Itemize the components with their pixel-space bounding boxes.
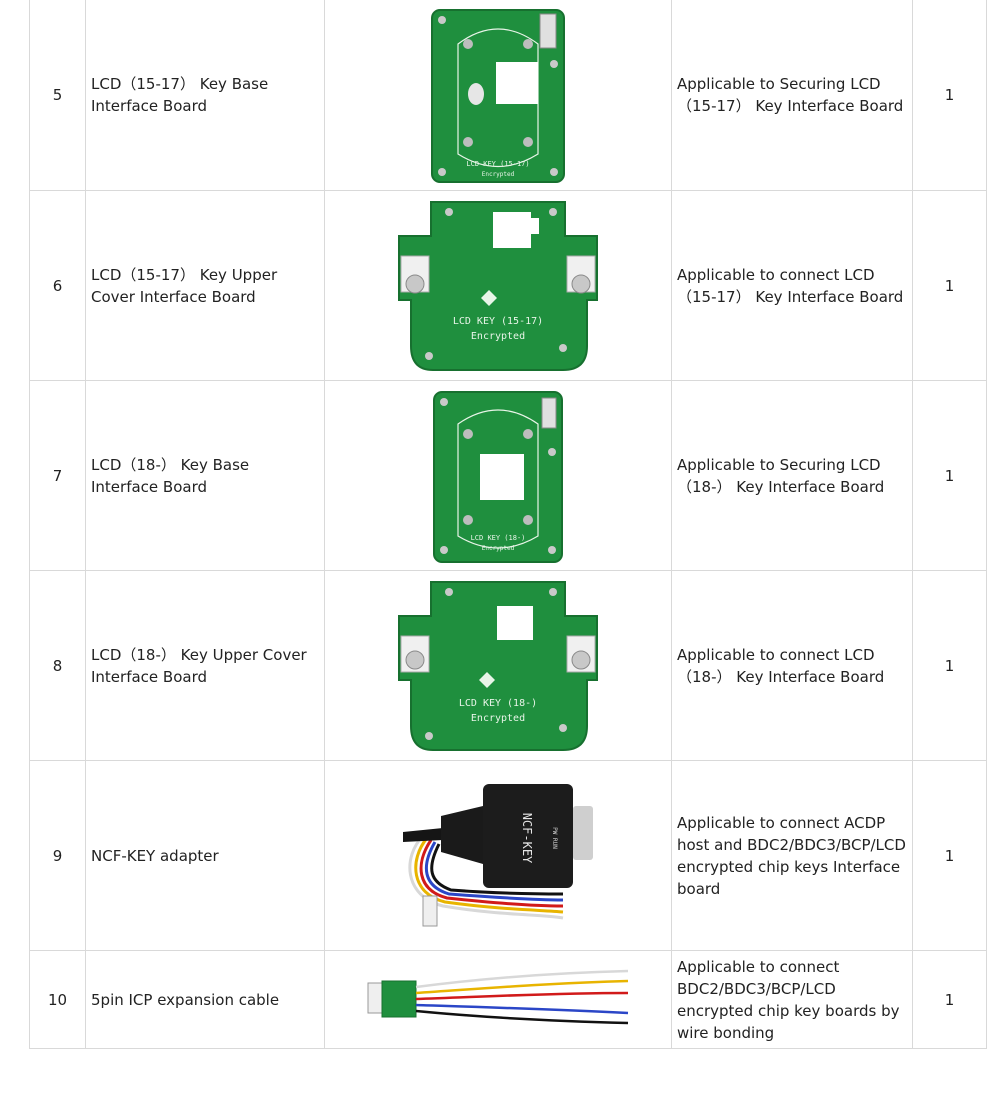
pcb-board-base-icon: LCD KEY (15-17) Encrypted — [431, 9, 565, 183]
cable-icon — [367, 969, 629, 1024]
svg-text:LCD KEY (15-17): LCD KEY (15-17) — [466, 160, 529, 168]
table-row: 5 LCD（15-17） Key Base Interface Board LC… — [29, 0, 987, 191]
item-name: LCD（15-17） Key Base Interface Board — [85, 0, 325, 191]
svg-text:NCF-KEY: NCF-KEY — [520, 812, 534, 863]
item-number: 7 — [29, 380, 86, 571]
svg-text:PW RUN: PW RUN — [551, 827, 558, 849]
item-quantity: 1 — [912, 570, 987, 761]
svg-text:Encrypted: Encrypted — [471, 713, 525, 724]
item-image-cell: NCF-KEY PW RUN — [324, 760, 672, 951]
item-application: Applicable to Securing LCD （15-17） Key I… — [671, 0, 913, 191]
svg-text:Encrypted: Encrypted — [471, 331, 525, 342]
item-image-cell — [324, 950, 672, 1049]
svg-text:LCD KEY (15-17): LCD KEY (15-17) — [453, 316, 543, 327]
item-application: Applicable to connect LCD （18-） Key Inte… — [671, 570, 913, 761]
item-application: Applicable to connect LCD （15-17） Key In… — [671, 190, 913, 381]
table-row: 9 NCF-KEY adapter — [29, 760, 987, 951]
parts-table: 5 LCD（15-17） Key Base Interface Board LC… — [29, 0, 987, 1049]
item-name: LCD（18-） Key Upper Cover Interface Board — [85, 570, 325, 761]
item-number: 8 — [29, 570, 86, 761]
item-application: Applicable to Securing LCD （18-） Key Int… — [671, 380, 913, 571]
item-image-cell: LCD KEY (15-17) Encrypted — [324, 190, 672, 381]
svg-text:Encrypted: Encrypted — [482, 545, 515, 552]
item-name: LCD（15-17） Key Upper Cover Interface Boa… — [85, 190, 325, 381]
item-quantity: 1 — [912, 190, 987, 381]
item-quantity: 1 — [912, 760, 987, 951]
pcb-board-base-icon: LCD KEY (18-) Encrypted — [433, 390, 563, 563]
item-number: 9 — [29, 760, 86, 951]
item-name: 5pin ICP expansion cable — [85, 950, 325, 1049]
table-row: 7 LCD（18-） Key Base Interface Board LCD … — [29, 380, 987, 571]
item-quantity: 1 — [912, 950, 987, 1049]
table-row: 10 5pin ICP expansion cable Applicable t… — [29, 950, 987, 1049]
table-row: 6 LCD（15-17） Key Upper Cover Interface B… — [29, 190, 987, 381]
item-image-cell: LCD KEY (18-) Encrypted — [324, 380, 672, 571]
item-name: NCF-KEY adapter — [85, 760, 325, 951]
item-quantity: 1 — [912, 0, 987, 191]
item-number: 5 — [29, 0, 86, 191]
item-image-cell: LCD KEY (18-) Encrypted — [324, 570, 672, 761]
item-number: 10 — [29, 950, 86, 1049]
pcb-board-cover-icon: LCD KEY (15-17) Encrypted — [398, 200, 598, 371]
item-name: LCD（18-） Key Base Interface Board — [85, 380, 325, 571]
table-row: 8 LCD（18-） Key Upper Cover Interface Boa… — [29, 570, 987, 761]
item-image-cell: LCD KEY (15-17) Encrypted — [324, 0, 672, 191]
item-number: 6 — [29, 190, 86, 381]
item-application: Applicable to connect BDC2/BDC3/BCP/LCD … — [671, 950, 913, 1049]
pcb-board-cover-icon: LCD KEY (18-) Encrypted — [398, 580, 598, 751]
svg-text:LCD KEY (18-): LCD KEY (18-) — [471, 534, 526, 542]
adapter-module-icon: NCF-KEY PW RUN — [403, 783, 593, 926]
item-application: Applicable to connect ACDP host and BDC2… — [671, 760, 913, 951]
svg-text:Encrypted: Encrypted — [482, 171, 515, 178]
svg-text:LCD KEY (18-): LCD KEY (18-) — [459, 698, 537, 709]
item-quantity: 1 — [912, 380, 987, 571]
